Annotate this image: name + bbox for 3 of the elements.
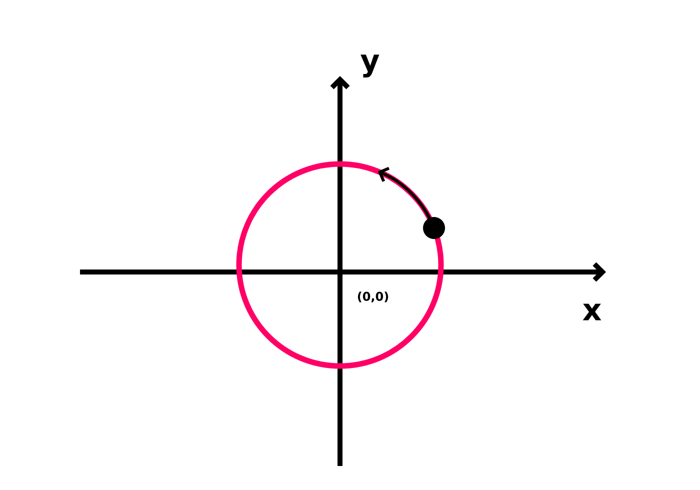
origin-label: (0,0) <box>358 292 388 302</box>
axis-label: x <box>582 304 602 320</box>
axis-label: y <box>360 54 380 78</box>
